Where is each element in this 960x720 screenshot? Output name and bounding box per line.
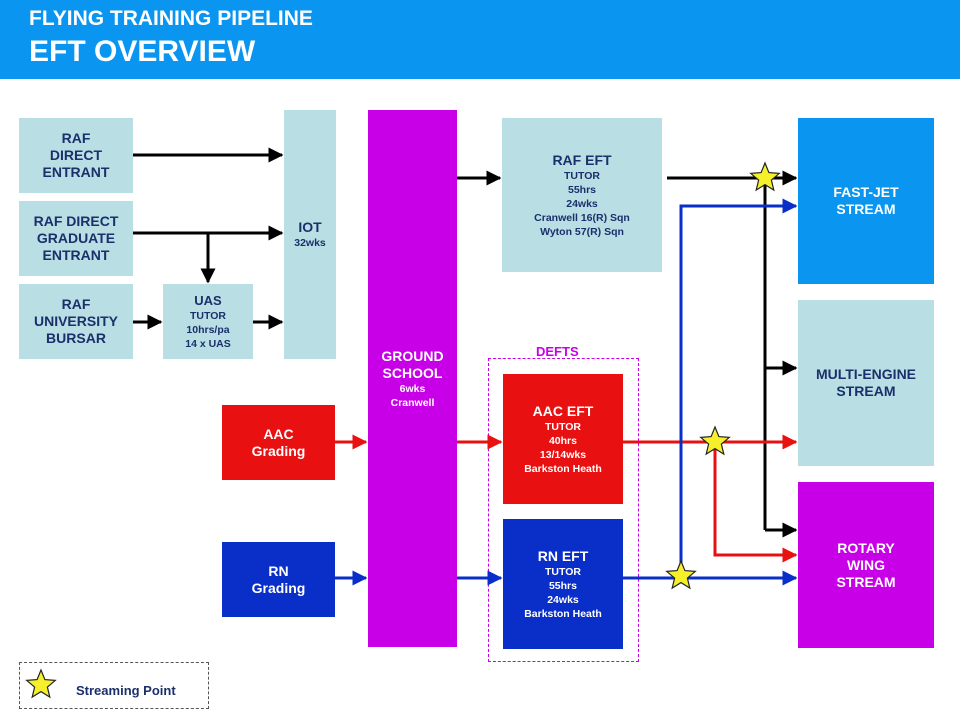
raf-direct-entrant-label: RAF DIRECT ENTRANT (42, 130, 110, 180)
fast-jet-stream-label: FAST-JET STREAM (833, 184, 899, 217)
rn-grading-label: RN Grading (251, 562, 306, 596)
ground-school-title: GROUND SCHOOL (381, 347, 444, 381)
legend-box (19, 662, 209, 709)
raf-eft-box: RAF EFT TUTOR 55hrs 24wks Cranwell 16(R)… (502, 118, 662, 272)
header-banner: FLYING TRAINING PIPELINE EFT OVERVIEW (0, 0, 960, 79)
arrow-aac-eft-to-rotary-wing (713, 442, 798, 563)
legend-label: Streaming Point (76, 683, 176, 698)
ground-school-detail: 6wks Cranwell (390, 382, 435, 409)
uas-box: UAS TUTOR 10hrs/pa 14 x UAS (163, 284, 253, 359)
raf-university-bursar-label: RAF UNIVERSITY BURSAR (33, 296, 118, 346)
ground-school-box: GROUND SCHOOL 6wks Cranwell (368, 110, 457, 647)
streaming-point-star-raf (749, 161, 781, 192)
rotary-wing-stream-box: ROTARY WING STREAM (798, 482, 934, 648)
defts-label: DEFTS (536, 344, 579, 359)
header-title-line1: FLYING TRAINING PIPELINE (29, 7, 313, 30)
fast-jet-stream-box: FAST-JET STREAM (798, 118, 934, 284)
raf-direct-graduate-entrant-label: RAF DIRECT GRADUATE ENTRANT (33, 213, 119, 263)
multi-engine-stream-label: MULTI-ENGINE STREAM (815, 366, 917, 399)
iot-box: IOT 32wks (284, 110, 336, 359)
aac-eft-title: AAC EFT (532, 402, 594, 419)
header-title-line2: EFT OVERVIEW (29, 35, 256, 68)
streaming-point-star-aac (699, 425, 731, 456)
aac-eft-detail: TUTOR 40hrs 13/14wks Barkston Heath (524, 420, 602, 475)
aac-grading-label: AAC Grading (251, 425, 306, 459)
rn-eft-detail: TUTOR 55hrs 24wks Barkston Heath (524, 565, 602, 620)
raf-eft-detail: TUTOR 55hrs 24wks Cranwell 16(R) Sqn Wyt… (534, 169, 630, 238)
rotary-wing-stream-label: ROTARY WING STREAM (836, 539, 896, 590)
uas-detail: TUTOR 10hrs/pa 14 x UAS (185, 310, 231, 350)
raf-direct-entrant-box: RAF DIRECT ENTRANT (19, 118, 133, 193)
arrow-rn-eft-to-fast-jet (679, 198, 798, 578)
rn-eft-title: RN EFT (537, 547, 589, 564)
defts-group-outline (488, 358, 639, 662)
uas-title: UAS (194, 293, 222, 308)
raf-university-bursar-box: RAF UNIVERSITY BURSAR (19, 284, 133, 359)
rn-grading-box: RN Grading (222, 542, 335, 617)
legend-star-icon (25, 668, 57, 699)
aac-eft-box: AAC EFT TUTOR 40hrs 13/14wks Barkston He… (503, 374, 623, 504)
aac-grading-box: AAC Grading (222, 405, 335, 480)
rn-eft-box: RN EFT TUTOR 55hrs 24wks Barkston Heath (503, 519, 623, 649)
iot-title: IOT (298, 219, 322, 235)
multi-engine-stream-box: MULTI-ENGINE STREAM (798, 300, 934, 466)
iot-detail: 32wks (294, 237, 326, 249)
raf-eft-title: RAF EFT (552, 151, 612, 168)
raf-direct-graduate-entrant-box: RAF DIRECT GRADUATE ENTRANT (19, 201, 133, 276)
streaming-point-star-rn (665, 559, 697, 590)
